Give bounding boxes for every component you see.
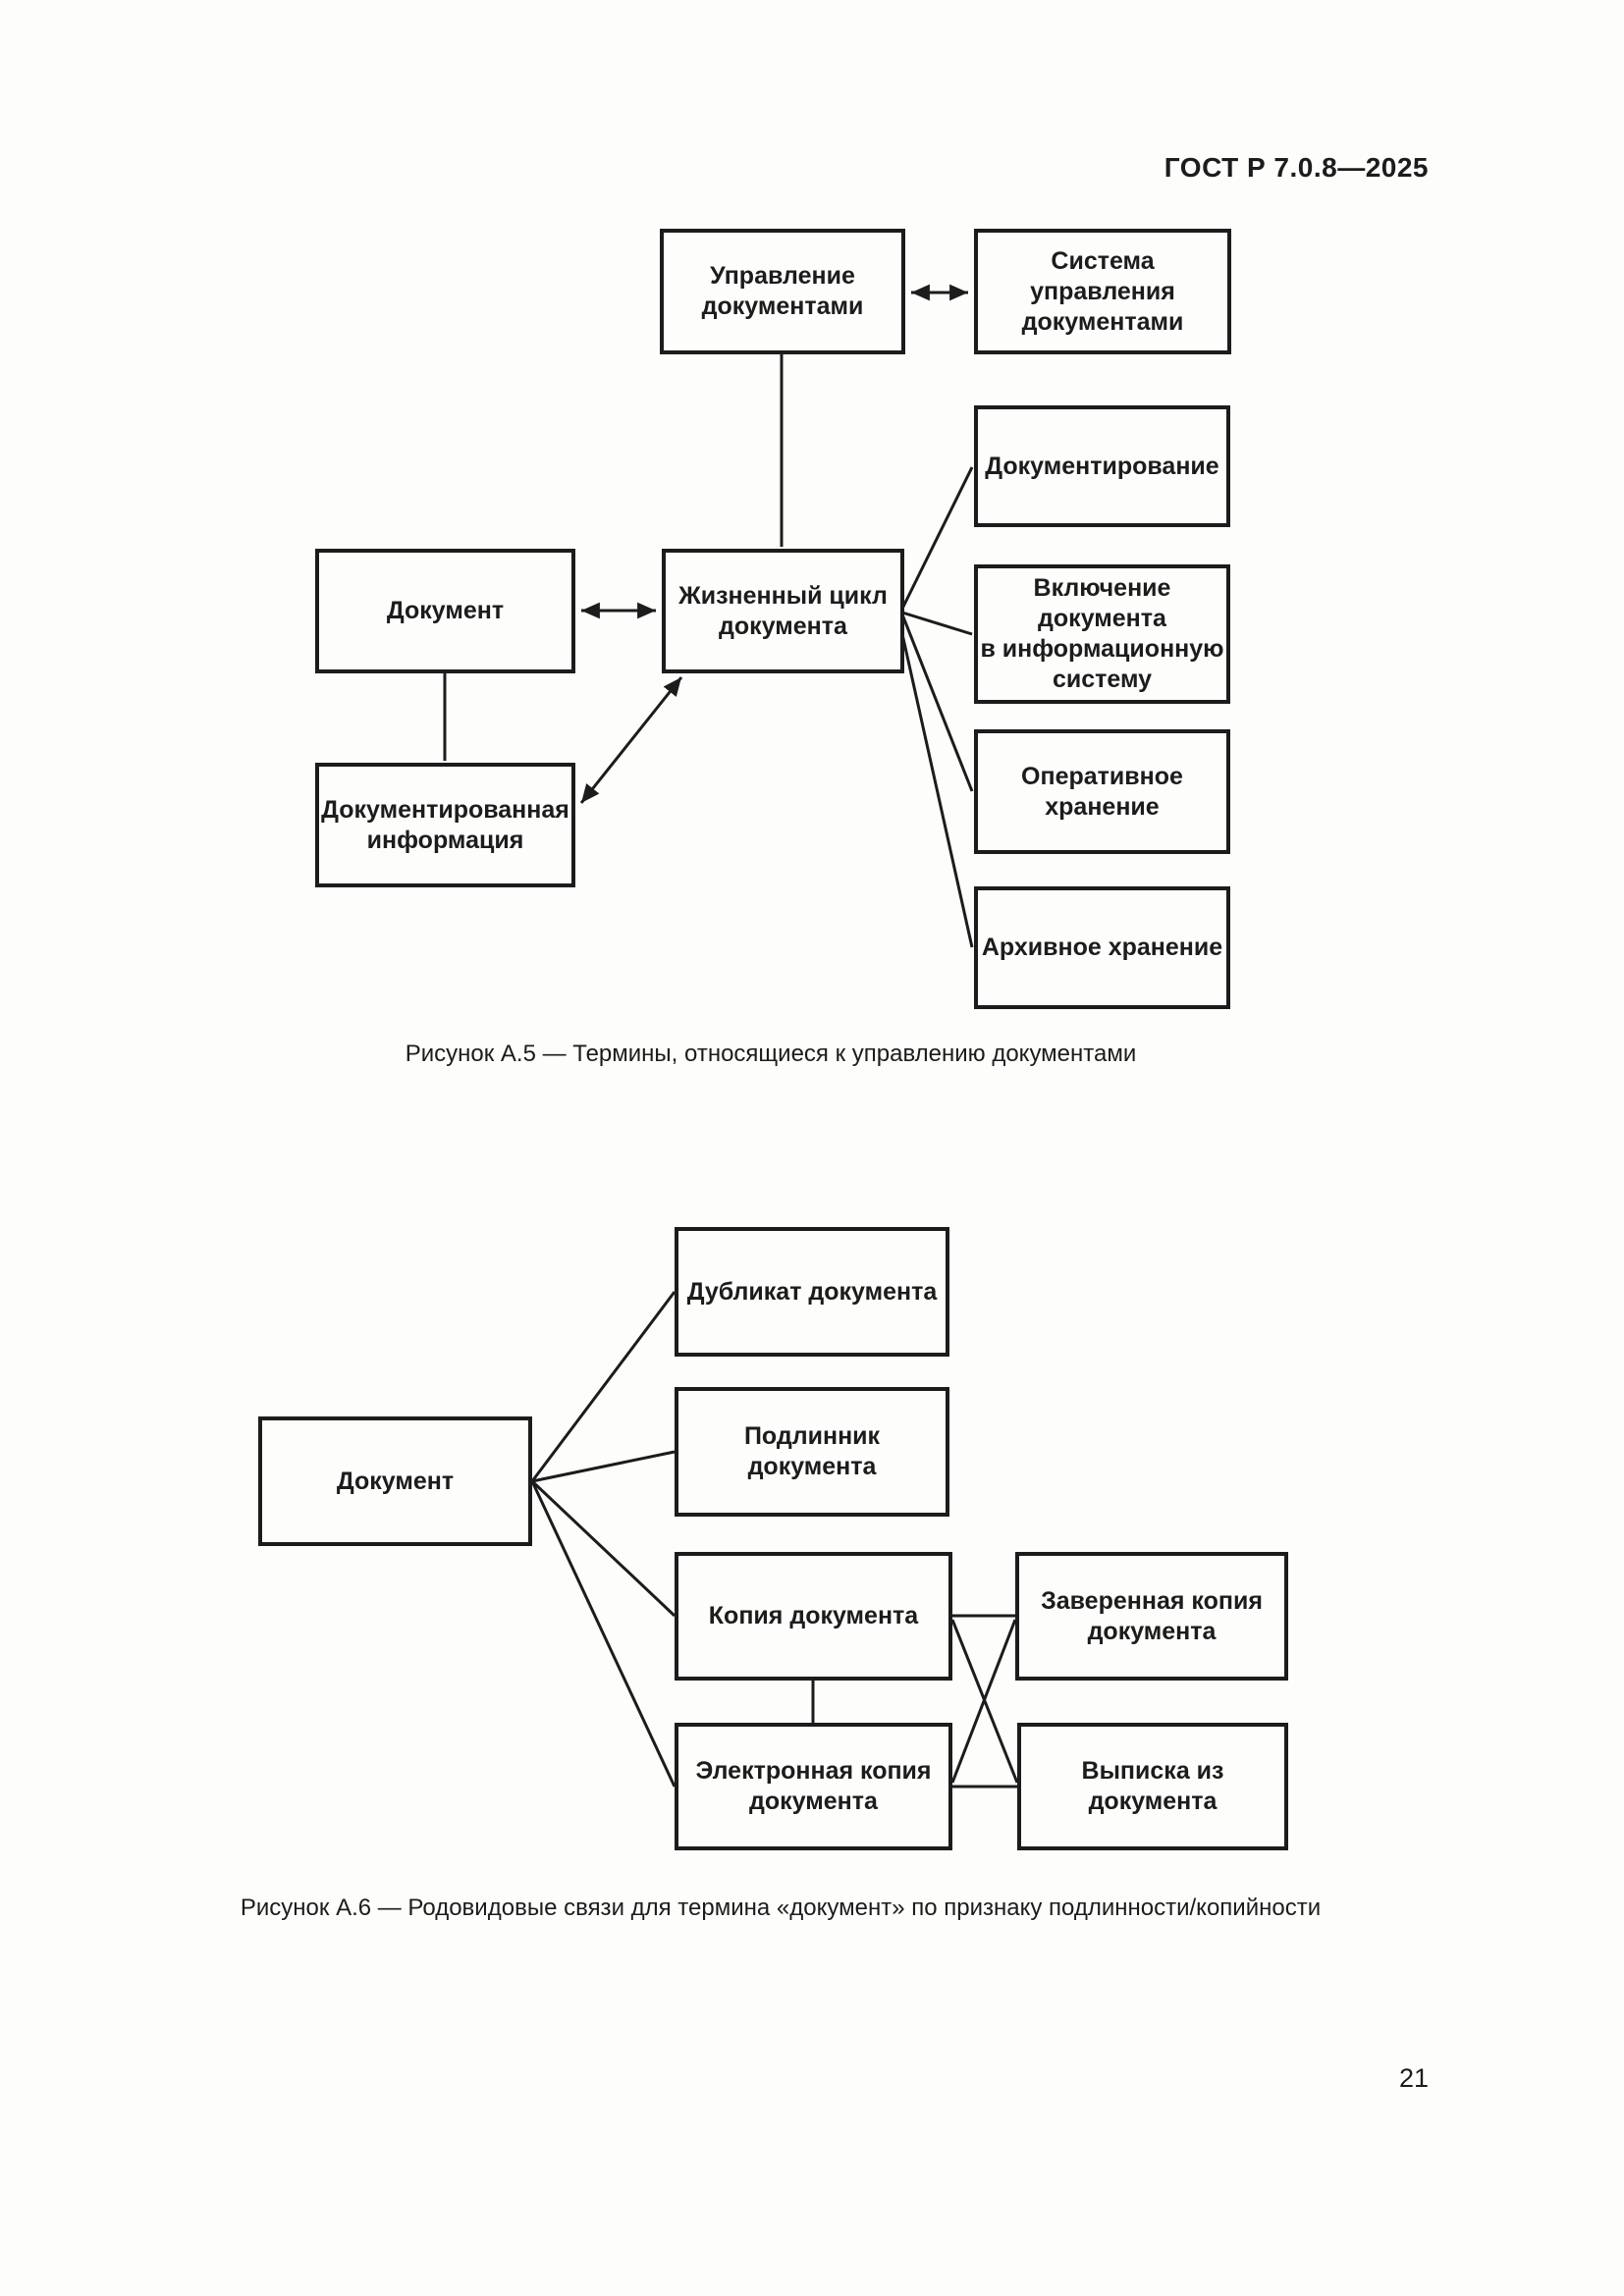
box-label: Заверенная копия документа [1041,1586,1263,1645]
figure-a5-connectors [443,284,974,948]
box-kopiya-dokumenta: Копия документа [675,1552,952,1681]
line-dokument-dublikat [530,1291,677,1482]
box-label: Включение документа в информационную сис… [980,574,1224,693]
box-dokument-a6: Документ [258,1416,532,1546]
line-zhiznennyj-dokumentirovanie [900,466,974,610]
box-label: Архивное хранение [981,934,1223,961]
box-podlinnik-dokumenta: Подлинник документа [675,1387,949,1517]
box-label: Документ [336,1467,455,1495]
box-zhiznennyj-cikl: Жизненный цикл документа [662,549,904,673]
box-vklyuchenie-dokumenta: Включение документа в информационную сис… [974,564,1230,704]
box-upravlenie-dokumentami: Управление документами [660,229,905,354]
box-label: Дубликат документа [686,1277,938,1306]
line-zhiznennyj-operativnoe [900,614,974,792]
box-label: Документированная информация [321,795,569,854]
page-header: ГОСТ Р 7.0.8—2025 [1164,152,1429,183]
box-label: Копия документа [708,1602,919,1629]
box-label: Управление документами [701,262,864,320]
box-label: Жизненный цикл документа [678,581,888,640]
box-sistema-upravleniya: Система управления документами [974,229,1231,354]
line-dokument-podlinnik [531,1450,676,1483]
box-operativnoe-hranenie: Оперативное хранение [974,729,1230,854]
box-label: Электронная копия документа [695,1757,932,1815]
box-dokumentirovanie: Документирование [974,405,1230,527]
box-vypiska-iz-dokumenta: Выписка из документа [1017,1723,1288,1850]
box-label: Документирование [985,452,1219,480]
arrow-dokinfo-zhiznennyj [579,676,683,804]
box-arhivnoe-hranenie: Архивное хранение [974,886,1230,1009]
line-elektronnaya-zaverennaya-cross [950,1619,1017,1784]
box-label: Выписка из документа [1081,1757,1224,1815]
figure-a5-caption: Рисунок А.5 — Термины, относящиеся к упр… [405,1041,1137,1067]
box-dokument-a5: Документ [315,549,575,673]
line-zhiznennyj-vklyuchenie [901,611,973,636]
box-label: Система управления документами [1021,246,1184,336]
box-label: Оперативное хранение [1021,762,1183,821]
box-label: Подлинник документа [743,1422,881,1480]
line-dokument-kopiya [530,1479,677,1618]
box-label: Документ [386,597,505,624]
page-number: 21 [1398,2063,1430,2093]
line-zhiznennyj-arhivnoe [896,615,974,948]
box-zaverennaya-kopiya: Заверенная копия документа [1015,1552,1288,1681]
box-elektronnaya-kopiya: Электронная копия документа [675,1723,952,1850]
box-dokumentirovannaya-informaciya: Документированная информация [315,763,575,887]
figure-a6-caption: Рисунок А.6 — Родовидовые связи для терм… [240,1895,1322,1921]
figure-a6-connectors [530,1291,1019,1789]
box-dublikat-dokumenta: Дубликат документа [675,1227,949,1357]
line-dokument-elektronnaya [530,1480,677,1788]
